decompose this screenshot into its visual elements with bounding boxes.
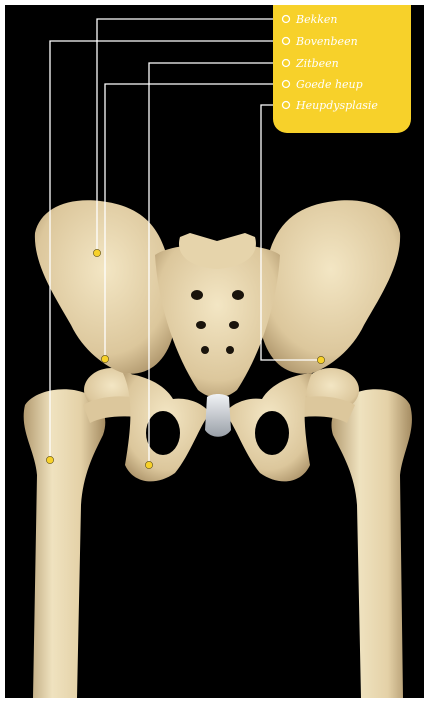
left-ilium xyxy=(35,200,174,373)
label-bovenbeen: Bovenbeen xyxy=(296,35,358,48)
label-zitbeen: Zitbeen xyxy=(296,57,339,70)
bullet-heupdysplasie xyxy=(283,102,290,109)
label-bullets xyxy=(5,5,424,135)
label-heupdysplasie: Heupdysplasie xyxy=(296,99,378,112)
marker-zitbeen xyxy=(145,461,152,468)
pubic-symphysis xyxy=(205,394,231,437)
right-ilium xyxy=(261,200,400,373)
illustration-canvas: Bekken Bovenbeen Zitbeen Goede heup Heup… xyxy=(5,5,424,698)
marker-heupdysplasie xyxy=(317,356,324,363)
bullet-zitbeen xyxy=(283,60,290,67)
marker-goede-heup xyxy=(101,355,108,362)
left-femur xyxy=(24,389,106,698)
bullet-bekken xyxy=(283,16,290,23)
bullet-goede-heup xyxy=(283,81,290,88)
marker-bovenbeen xyxy=(46,456,53,463)
bullet-bovenbeen xyxy=(283,38,290,45)
marker-bekken xyxy=(93,249,100,256)
right-femur xyxy=(332,389,412,698)
label-bekken: Bekken xyxy=(296,13,338,26)
label-goede-heup: Goede heup xyxy=(296,78,363,91)
